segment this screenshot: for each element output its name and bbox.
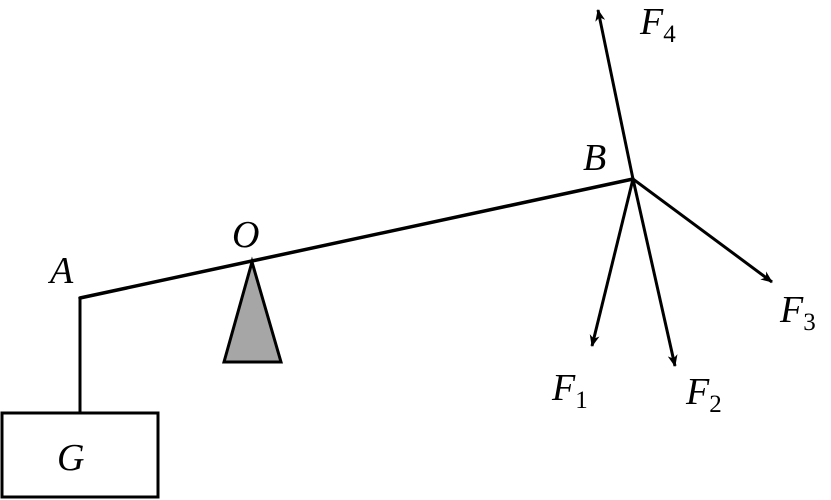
label-force-f4: F4 [639,1,676,48]
force-arrow-f3 [632,177,773,284]
label-force-f2: F2 [685,371,722,418]
force-arrow-f4 [595,9,635,180]
fulcrum [222,256,283,364]
label-point-a: A [47,250,74,292]
label-point-b: B [583,137,606,179]
label-force-f3: F3 [779,289,816,336]
label-weight-g: G [57,437,84,479]
weight-block [0,411,160,499]
force-arrow-f1 [589,178,635,347]
lever-bar [78,177,635,300]
label-point-o: O [232,214,259,256]
force-arrow-f2 [631,178,678,367]
label-force-f1: F1 [551,367,588,414]
